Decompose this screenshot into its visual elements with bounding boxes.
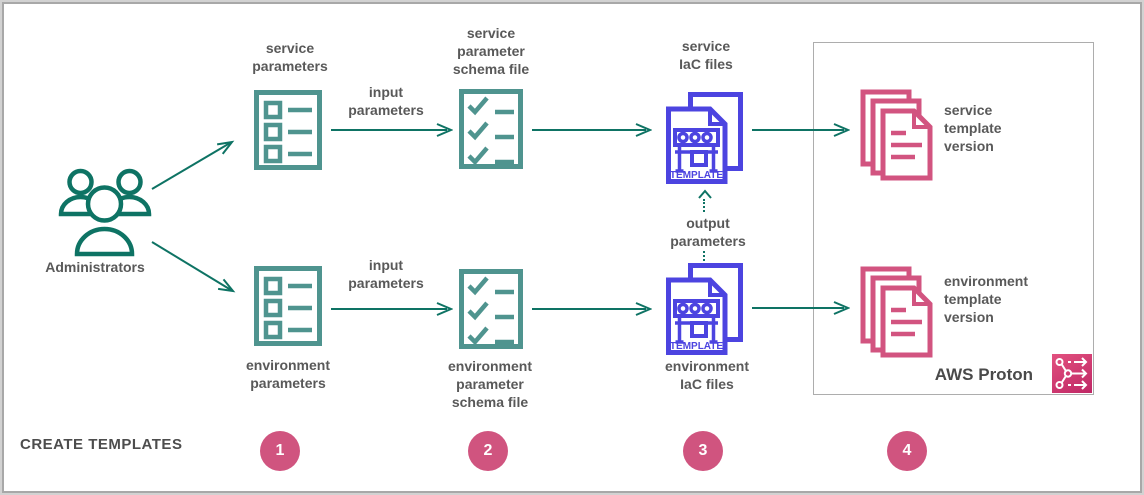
service-parameters-icon — [254, 90, 322, 170]
service-template-version-icon — [860, 89, 933, 181]
aws-proton-icon — [1052, 354, 1092, 393]
input-parameters-label-bottom: input parameters — [348, 257, 424, 291]
create-templates-label: CREATE TEMPLATES — [20, 436, 183, 453]
arrow-admin-to-service — [151, 140, 235, 190]
output-parameters-label: output parameters — [670, 215, 746, 249]
template-badge-text: TEMPLATE — [670, 341, 723, 352]
arrow-environment-params-to-schema — [331, 302, 453, 316]
administrators-icon — [58, 168, 152, 257]
arrow-environment-schema-to-iac — [532, 302, 652, 316]
environment-schema-icon — [459, 269, 523, 349]
aws-proton-label: AWS Proton — [934, 365, 1033, 384]
service-parameters-label: service parameters — [252, 40, 328, 74]
step-circle-2: 2 — [468, 431, 508, 471]
aws-proton-box — [813, 42, 1094, 395]
environment-iac-icon: TEMPLATE — [666, 263, 743, 355]
template-badge-text: TEMPLATE — [670, 170, 723, 181]
environment-iac-label: environment IaC files — [664, 358, 749, 392]
arrow-service-params-to-schema — [331, 123, 453, 137]
environment-schema-label: environment parameter schema file — [447, 358, 532, 410]
service-template-version-label: service template version — [944, 102, 1002, 154]
environment-parameters-icon — [254, 266, 322, 346]
output-parameters-dotted-arrow — [703, 199, 705, 212]
step-circle-3: 3 — [683, 431, 723, 471]
administrators-label: Administrators — [45, 259, 145, 275]
input-parameters-label-top: input parameters — [348, 84, 424, 118]
environment-template-version-icon — [860, 266, 933, 358]
output-parameters-dotted-arrow — [703, 251, 705, 265]
service-schema-icon — [459, 89, 523, 169]
service-schema-label: service parameter schema file — [452, 25, 530, 77]
arrow-admin-to-environment — [151, 241, 236, 293]
arrow-service-schema-to-iac — [532, 123, 652, 137]
arrow-environment-iac-to-version — [752, 301, 850, 315]
output-parameters-arrowhead — [698, 189, 712, 199]
environment-template-version-label: environment template version — [944, 273, 1029, 325]
step-circle-4: 4 — [887, 431, 927, 471]
service-iac-label: service IaC files — [679, 38, 733, 72]
step-circle-1: 1 — [260, 431, 300, 471]
arrow-service-iac-to-version — [752, 123, 850, 137]
environment-parameters-label: environment parameters — [245, 357, 330, 391]
service-iac-icon: TEMPLATE — [666, 92, 743, 184]
